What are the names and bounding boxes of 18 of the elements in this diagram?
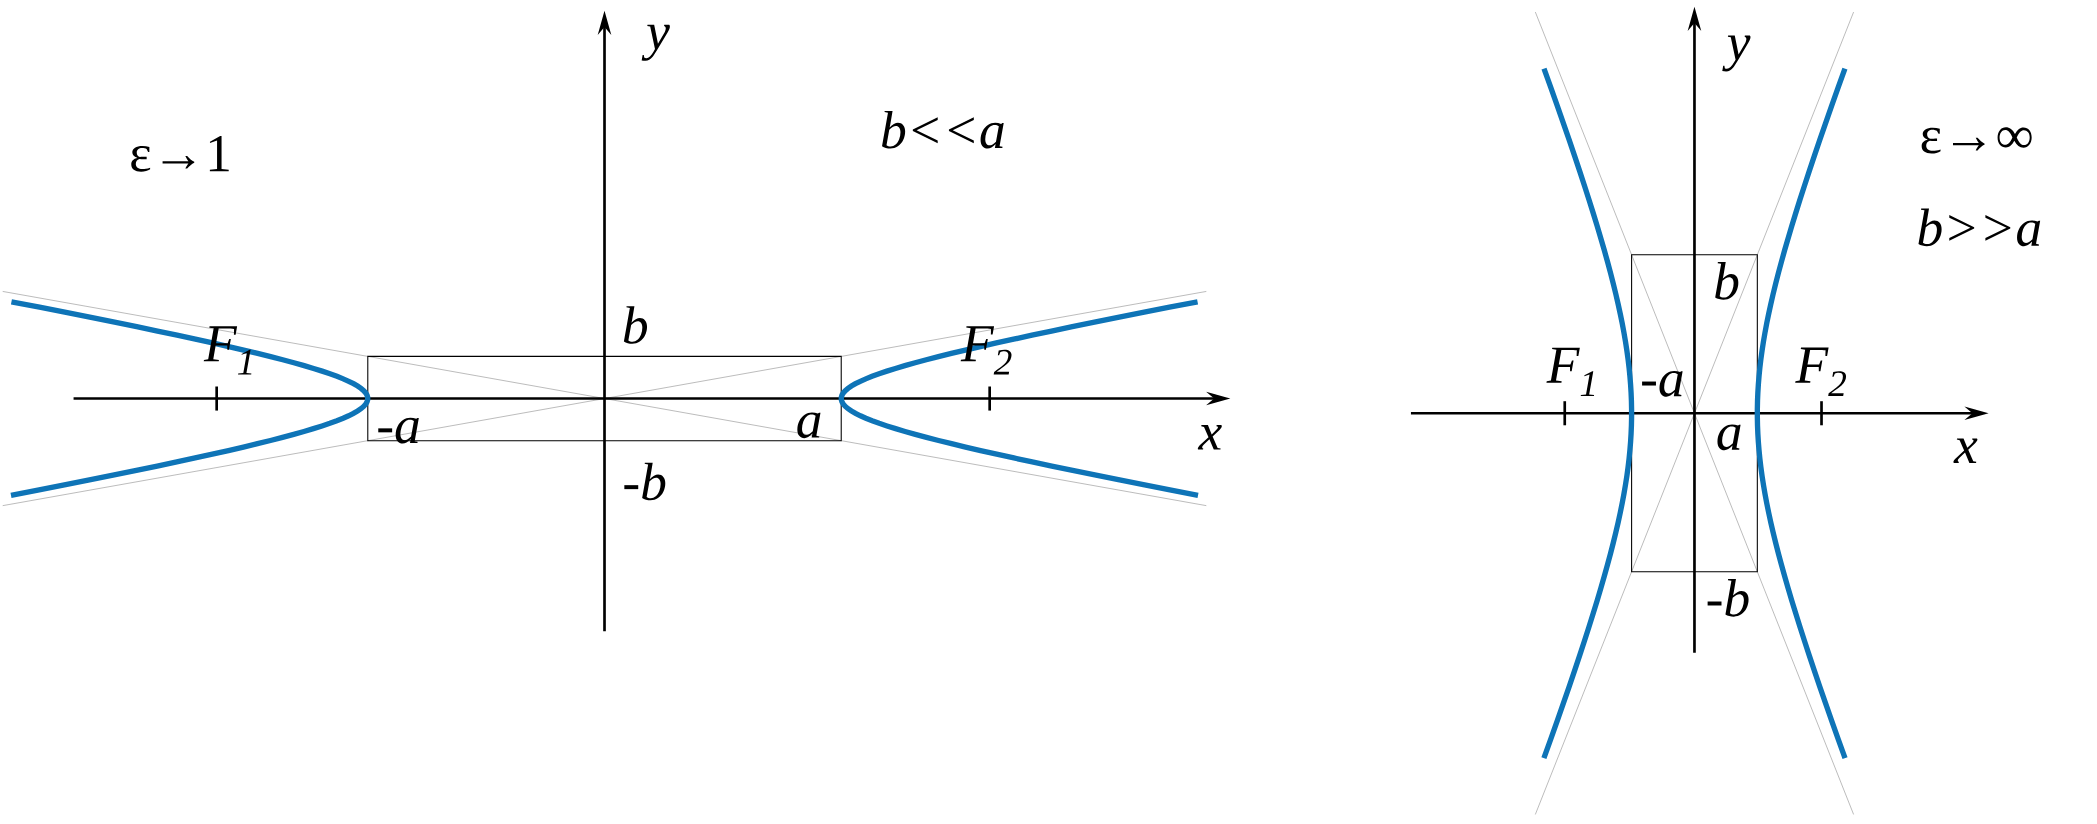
math-label: -b bbox=[1707, 579, 1749, 617]
math-label: b<<a bbox=[882, 111, 1004, 149]
math-label: b bbox=[623, 306, 647, 344]
math-label: -a bbox=[1642, 371, 1683, 397]
math-label: y bbox=[1722, 35, 1751, 72]
math-label: ε→1 bbox=[131, 136, 229, 172]
math-label: F$_{2}$ bbox=[1795, 347, 1847, 397]
math-label: x bbox=[1953, 438, 1978, 464]
math-label: b bbox=[1715, 262, 1739, 300]
math-label: a bbox=[797, 412, 821, 439]
math-label: a bbox=[1717, 424, 1741, 451]
math-label: ε→∞ bbox=[1921, 127, 2032, 154]
math-label: -a bbox=[378, 417, 419, 444]
math-label: b>>a bbox=[1918, 208, 2041, 247]
math-label: y bbox=[641, 24, 670, 61]
math-label: -b bbox=[624, 462, 666, 501]
math-label: x bbox=[1197, 425, 1222, 450]
math-label: F$_{1}$ bbox=[1546, 347, 1595, 397]
